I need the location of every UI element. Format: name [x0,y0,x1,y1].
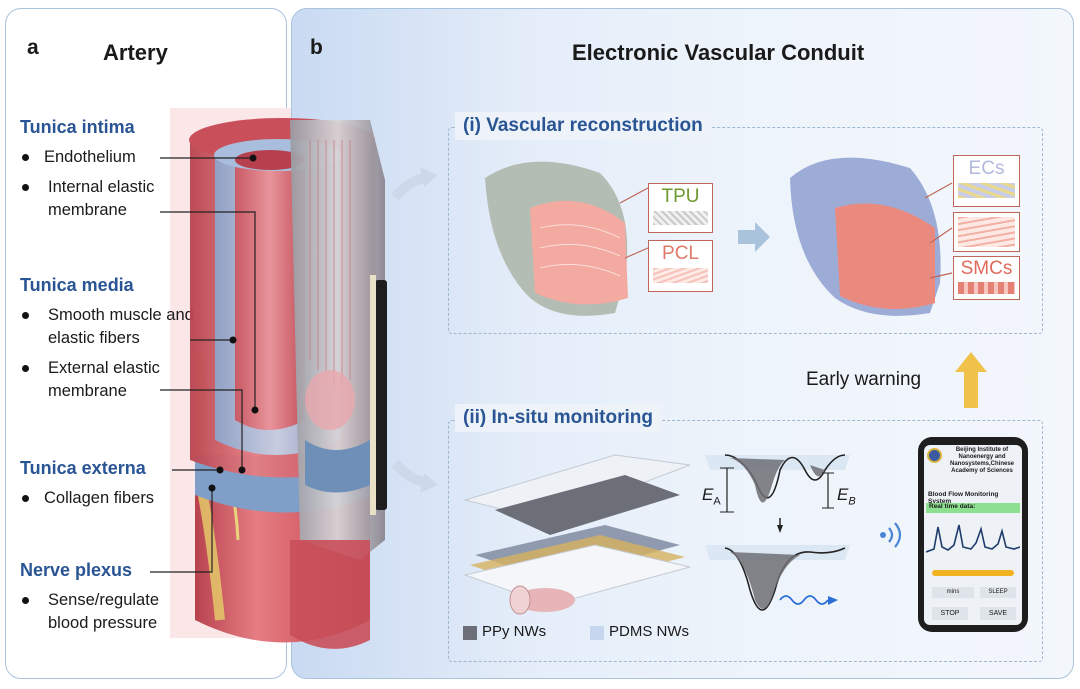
item-sense-regulate: Sense/regulate blood pressure [48,591,159,632]
graft-inner-layer-cellularized [835,203,935,310]
sensor-strip [375,280,387,510]
tunica-media-heading: Tunica media [20,275,134,295]
eb-letter: E [837,485,849,504]
early-warning-arrow-icon [955,352,987,408]
institution-logo-icon [927,448,942,463]
bullet-icon [22,597,29,604]
smartphone: Beijing Institute of Nanoenergy and Nano… [918,437,1028,632]
fiber-strands [309,140,351,385]
panel-a-label: a [27,36,39,59]
merged-well [730,552,800,609]
collagen-cut [305,440,370,493]
list-item: Collagen fibers [22,487,154,510]
well-a [730,458,785,503]
pcl-texture [653,268,708,283]
bullet-icon [22,184,29,191]
energy-well-diagram [705,454,850,611]
signal-wave-icon [779,595,829,605]
mins-field[interactable]: mins [932,587,974,598]
progress-bar[interactable] [932,570,1014,576]
item-smooth-muscle: Smooth muscle and elastic fibers [48,306,194,347]
section-ii-box [448,420,1043,662]
ea-letter: E [702,485,714,504]
section-ii-title: (ii) In-situ monitoring [455,404,661,432]
tpu-label: TPU [661,186,700,207]
tpu-texture [653,211,708,225]
graft-inner-layer [530,200,628,305]
smooth-muscle-cells [305,370,355,430]
list-item: Sense/regulate blood pressure [22,589,192,635]
pcl-label: PCL [662,243,699,264]
leader-lines [150,154,259,573]
flow-arrow-icon [391,167,438,201]
item-internal-elastic: Internal elastic membrane [48,178,155,219]
smcs-tag: SMCs [953,256,1020,300]
legend-swatch-pdms [590,626,604,640]
realtime-waveform [926,524,1020,553]
legend-ppy: PPy NWs [482,623,547,640]
panel-b-title: Electronic Vascular Conduit [572,40,865,65]
bullet-icon [22,365,29,372]
tpu-tag: TPU [648,183,713,233]
bullet-icon [22,312,29,319]
list-item: External elastic membrane [22,357,162,403]
artery-illustration [189,118,387,649]
arrow-right-icon [738,222,770,252]
well-b [810,465,825,477]
save-label: SAVE [988,610,1008,617]
early-warning-label: Early warning [806,369,922,390]
list-item: Internal elastic membrane [22,176,162,222]
ea-sub: A [713,495,721,508]
mins-label: mins [946,589,960,595]
tunica-externa-heading: Tunica externa [20,458,146,478]
sensor-film [370,275,376,515]
panel-a-title: Artery [103,40,168,65]
section-i-title: (i) Vascular reconstruction [455,112,711,140]
vessel-end [509,585,531,615]
ecs-label: ECs [968,158,1005,179]
section-i-box [448,127,1043,334]
item-external-elastic: External elastic membrane [48,359,160,400]
smcs-texture [958,282,1015,294]
sleep-label: SLEEP [988,589,1008,595]
lumen [235,160,305,430]
list-item: Endothelium [22,146,136,169]
energy-label-ea: EA [702,485,721,507]
phone-screen: Beijing Institute of Nanoenergy and Nano… [924,445,1022,625]
vessel-icon [515,588,575,612]
fiber-tag [953,212,1020,252]
pcl-tag: PCL [648,240,713,292]
item-endothelium: Endothelium [44,148,136,166]
eb-sub: B [848,495,856,508]
ecs-texture [958,183,1015,198]
bullet-icon [22,495,29,503]
legend-pdms: PDMS NWs [609,623,689,640]
system-title: Blood Flow Monitoring System [928,491,999,505]
smcs-label: SMCs [960,258,1013,279]
nerve-plexus-heading: Nerve plexus [20,560,133,580]
energy-label-eb: EB [837,485,856,507]
realtime-label: Real time data: [926,503,1020,513]
institution-name: Beijing Institute of Nanoenergy and Nano… [949,447,1015,474]
stop-button[interactable]: STOP [932,607,968,620]
flow-arrow-icon [391,459,438,493]
stop-label: STOP [940,610,960,617]
sleep-button[interactable]: SLEEP [980,587,1016,598]
ppy-layer [495,475,680,535]
ecs-tag: ECs [953,155,1020,207]
panel-b-label: b [310,36,323,59]
save-button[interactable]: SAVE [980,607,1016,620]
list-item: Smooth muscle and elastic fibers [22,304,197,350]
vascular-reconstruction-illustration [485,157,953,316]
potential-curve-2 [724,547,846,611]
item-collagen: Collagen fibers [44,489,155,507]
tunica-intima-heading: Tunica intima [20,117,135,137]
wireless-signal-icon [880,522,902,548]
lower-cylinder [290,540,370,649]
sensor-stack-illustration [463,454,691,615]
bullet-icon [22,154,29,162]
fiber-texture [958,217,1015,247]
legend-swatch-ppy [463,626,477,640]
